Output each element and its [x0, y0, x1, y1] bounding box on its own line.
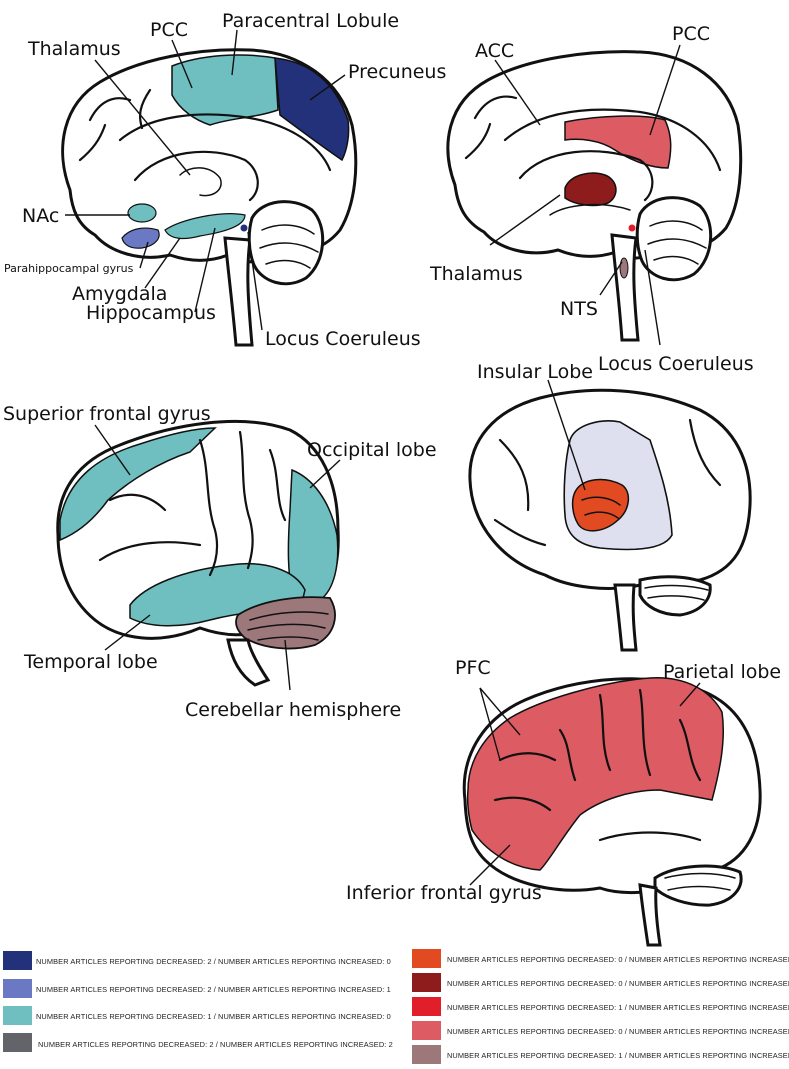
label-inferior-frontal-gyrus: Inferior frontal gyrus — [346, 882, 542, 904]
legend-text-periwinkle: NUMBER ARTICLES REPORTING DECREASED: 2 /… — [36, 985, 391, 994]
legend-text-salmon: NUMBER ARTICLES REPORTING DECREASED: 0 /… — [447, 1027, 789, 1036]
pfc-parietal-region — [466, 677, 725, 871]
legend-swatch-mauve — [412, 1045, 441, 1064]
legend-text-red: NUMBER ARTICLES REPORTING DECREASED: 1 /… — [447, 1003, 789, 1012]
legend-swatch-salmon — [412, 1021, 441, 1040]
label-hippocampus: Hippocampus — [86, 302, 216, 324]
panel-medial-increased: ACC PCC Thalamus NTS Locus Coeruleus — [429, 23, 754, 375]
label-paracentral-lobule: Paracentral Lobule — [222, 10, 399, 32]
label-cerebellar-hemisphere: Cerebellar hemisphere — [185, 699, 401, 721]
legend-text-orange: NUMBER ARTICLES REPORTING DECREASED: 0 /… — [447, 955, 789, 964]
parahippocampal-region — [121, 227, 160, 249]
pcc-region — [171, 54, 279, 126]
insular-region — [571, 478, 630, 532]
legend-swatch-periwinkle — [3, 979, 32, 998]
label-temporal-lobe: Temporal lobe — [23, 651, 158, 673]
label-pcc-1: PCC — [150, 19, 188, 41]
legend-swatch-teal — [3, 1006, 32, 1025]
legend-swatch-red — [412, 997, 441, 1016]
legend-text-mauve: NUMBER ARTICLES REPORTING DECREASED: 1 /… — [447, 1051, 789, 1060]
occipital-region — [287, 468, 339, 606]
thalamus-region-2 — [564, 172, 617, 207]
legend-left: NUMBER ARTICLES REPORTING DECREASED: 2 /… — [3, 951, 393, 1052]
label-thalamus-2: Thalamus — [429, 263, 523, 285]
label-thalamus-1: Thalamus — [27, 38, 121, 60]
pcc-region-2 — [564, 115, 672, 169]
precuneus-region — [274, 57, 350, 162]
panel-medial-decreased: PCC Paracentral Lobule Thalamus Precuneu… — [4, 10, 446, 350]
label-nac: NAc — [22, 205, 59, 227]
legend-swatch-orange — [412, 949, 441, 968]
legend-swatch-gray — [3, 1033, 32, 1052]
superior-frontal-region — [59, 427, 217, 542]
cerebellar-region — [235, 596, 336, 650]
label-nts: NTS — [560, 298, 598, 320]
panel-lateral-increased: PFC Parietal lobe Inferior frontal gyrus — [346, 657, 781, 947]
label-parahippocampal-gyrus: Parahippocampal gyrus — [4, 262, 134, 275]
label-insular-lobe: Insular Lobe — [477, 361, 593, 383]
legend-text-dark-blue: NUMBER ARTICLES REPORTING DECREASED: 2 /… — [36, 957, 391, 966]
legend-swatch-dark-red — [412, 973, 441, 992]
legend-right: NUMBER ARTICLES REPORTING DECREASED: 0 /… — [412, 949, 789, 1064]
label-amygdala: Amygdala — [72, 283, 167, 305]
locus-coeruleus-dot-2 — [628, 224, 636, 232]
panel-insular: Insular Lobe — [468, 361, 752, 652]
locus-coeruleus-dot-1 — [240, 224, 248, 232]
legend-text-dark-red: NUMBER ARTICLES REPORTING DECREASED: 0 /… — [447, 979, 789, 988]
label-locus-coeruleus-2: Locus Coeruleus — [598, 353, 754, 375]
nts-region — [619, 257, 629, 279]
legend-swatch-dark-blue — [3, 951, 32, 970]
label-locus-coeruleus-1: Locus Coeruleus — [265, 328, 421, 350]
panel-lateral-decreased: Superior frontal gyrus Occipital lobe Te… — [3, 403, 437, 721]
label-superior-frontal-gyrus: Superior frontal gyrus — [3, 403, 211, 425]
label-parietal-lobe: Parietal lobe — [663, 661, 781, 683]
legend-text-gray: NUMBER ARTICLES REPORTING DECREASED: 2 /… — [38, 1040, 393, 1049]
label-occipital-lobe: Occipital lobe — [307, 439, 437, 461]
label-pcc-2: PCC — [672, 23, 710, 45]
label-precuneus: Precuneus — [348, 61, 446, 83]
nac-region — [127, 203, 157, 223]
legend-text-teal: NUMBER ARTICLES REPORTING DECREASED: 1 /… — [36, 1012, 391, 1021]
label-acc: ACC — [475, 40, 514, 62]
label-pfc: PFC — [455, 657, 491, 679]
legend: NUMBER ARTICLES REPORTING DECREASED: 2 /… — [3, 949, 789, 1064]
